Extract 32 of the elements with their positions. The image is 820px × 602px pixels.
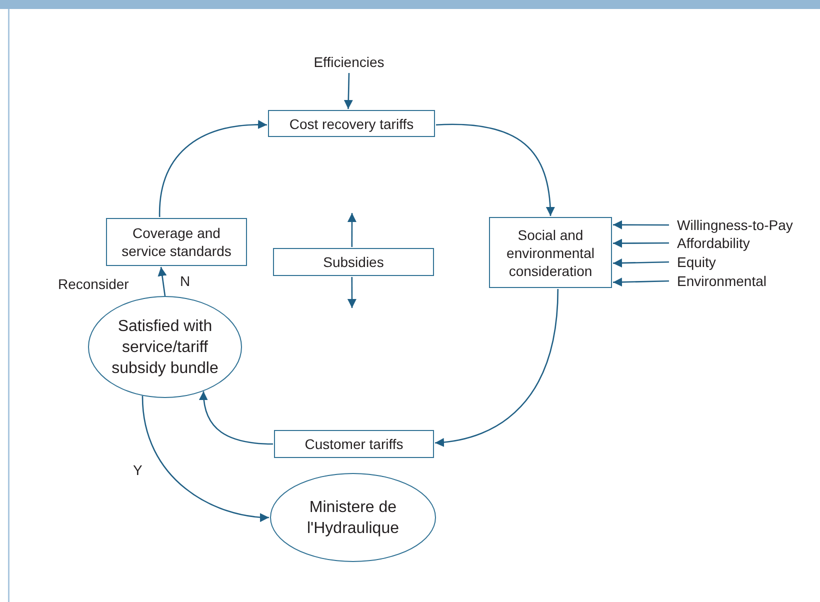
node-text: Satisfied with service/tariff subsidy bundle (110, 316, 220, 378)
input-label: Willingness-to-Pay (677, 216, 817, 234)
input-label: Affordability (677, 234, 817, 252)
node-text: Subsidies (323, 253, 384, 271)
connector-arrow (436, 124, 555, 216)
process-box (489, 217, 612, 288)
connector-arrow (612, 278, 670, 287)
free-arrow (347, 277, 356, 308)
connector-arrow (142, 396, 270, 522)
note-label: Reconsider (58, 276, 129, 292)
connector-arrow (613, 238, 669, 248)
connector-arrow (158, 266, 167, 296)
note-label: Y (133, 462, 142, 478)
node-text: Coverage and service standards (120, 224, 232, 260)
process-box (106, 218, 247, 266)
process-box (268, 110, 435, 137)
connector-arrow (434, 288, 559, 447)
connector-arrow (158, 120, 267, 218)
connector-arrow (613, 220, 669, 230)
node-text: Customer tariffs (304, 435, 404, 453)
input-label: Environmental (677, 272, 817, 290)
node-text: Cost recovery tariffs (289, 114, 414, 132)
connector-arrow (612, 258, 670, 268)
node-text: Ministere de l'Hydraulique (306, 498, 400, 538)
process-box (274, 430, 434, 458)
connector-arrow (199, 391, 274, 445)
connector-arrow (344, 72, 353, 110)
input-label: Equity (677, 253, 817, 271)
free-arrow (347, 213, 356, 247)
node-text: Social and environmental consideration (506, 226, 596, 280)
input-label: Efficiencies (305, 52, 393, 72)
process-box (273, 248, 434, 276)
